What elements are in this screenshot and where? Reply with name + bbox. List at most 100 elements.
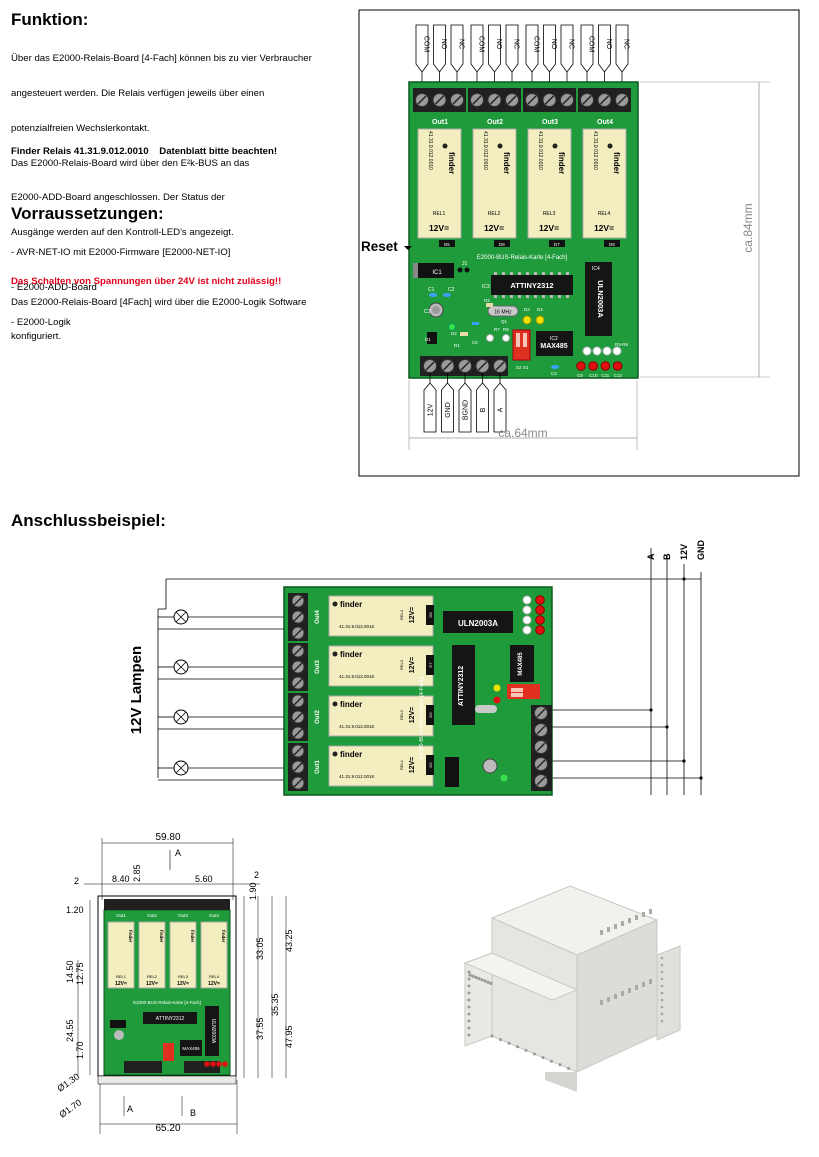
c1-label: C1: [428, 287, 435, 293]
rotated-max-chip: [510, 645, 534, 682]
dim-relay: [138, 921, 166, 989]
rotated-output-label: Out4: [315, 610, 321, 624]
top-terminal-tag: [598, 24, 611, 73]
funktion-text: Über das E2000-Relais-Board [4-Fach] kön…: [11, 30, 312, 355]
top-terminal-label: NO: [440, 39, 447, 50]
top-terminal-label: COM: [588, 36, 595, 53]
height-label: ca.84mm: [741, 203, 755, 252]
funktion-line: Ausgänge werden auf den Kontroll-LED's a…: [11, 227, 234, 239]
bus-label: 12V: [679, 544, 689, 560]
rotated-relay-voltage: 12V=: [409, 757, 416, 774]
relay: [472, 128, 517, 239]
top-terminal-label: NC: [568, 39, 575, 49]
svg-text:12V=: 12V=: [146, 981, 158, 987]
bus-label: A: [646, 553, 656, 560]
rotated-relay-name: REL1: [399, 759, 404, 770]
rotated-relay-brand: finder: [340, 600, 362, 609]
c2-label: C2: [448, 287, 455, 293]
bottom-terminal-tag: [441, 382, 454, 433]
dimension-drawing: finderREL112V=Out1finderREL212V=Out2find…: [55, 832, 294, 1134]
rotated-relay-brand: finder: [340, 650, 362, 659]
funktion-heading: Funktion:: [11, 10, 89, 29]
diode-d1: [427, 332, 437, 344]
housing-base: [97, 1075, 237, 1085]
funktion-line: Das E2000-Relais-Board [4Fach] wird über…: [11, 296, 307, 308]
jumper-j1: [457, 267, 463, 273]
crystal: [487, 305, 519, 317]
status-led-label: C9: [577, 373, 583, 378]
resistor-r2: [486, 303, 493, 307]
dim-right-4795: 47.95: [284, 1025, 294, 1048]
relay-voltage: 12V=: [484, 223, 504, 233]
top-terminal-tag: [450, 24, 464, 73]
d2-label: D2: [451, 331, 457, 336]
attiny-label: ATTINY2312: [510, 281, 553, 290]
rotated-led-d2: [500, 774, 508, 782]
dim-max: [180, 1040, 202, 1056]
section-a-bottom: A: [127, 1104, 133, 1114]
ic1-tab: [413, 263, 418, 278]
top-terminal-label: COM: [533, 36, 540, 53]
top-terminal-tag: [433, 24, 446, 73]
rotated-status-led: [535, 605, 545, 615]
relay-diode: [549, 240, 565, 247]
relay: [582, 128, 627, 239]
funktion-line: E2000-ADD-Board angeschlossen. Der Statu…: [11, 192, 225, 204]
r2-label: R2: [484, 298, 490, 303]
anschluss-heading: Anschlussbeispiel:: [11, 511, 166, 530]
dim-relay: [107, 921, 135, 989]
rotated-relay: [328, 745, 434, 787]
relay-voltage: 12V=: [594, 223, 614, 233]
r1-label: R1: [454, 343, 460, 348]
svg-text:Out4: Out4: [209, 913, 219, 918]
ic4-label: IC4: [592, 266, 600, 272]
rotated-diode: [426, 605, 434, 625]
r7-label: R7: [494, 327, 500, 332]
bottom-terminal-tag: [476, 382, 489, 433]
rotated-relay-voltage: 12V=: [409, 657, 416, 674]
relay: [527, 128, 572, 239]
top-terminal-tag: [505, 24, 519, 73]
crystal-label: 16 MHz: [494, 310, 512, 316]
bottom-terminal-tag: [493, 382, 507, 433]
led-d2: [448, 323, 456, 331]
rotated-relay-brand: finder: [340, 700, 362, 709]
relay-part: 41.31.9.012.0010: [537, 131, 543, 170]
dim-dia-130: Ø1.30: [55, 1071, 81, 1093]
relay-brand: finder: [502, 152, 511, 174]
rotated-crystal: [475, 705, 497, 713]
max485-label: MAX485: [540, 343, 567, 350]
relay-diode: [439, 240, 455, 247]
output-label: Out3: [542, 119, 558, 126]
ic2-label: IC2: [550, 336, 558, 342]
requirement-item: - E2000-ADD-Board: [11, 281, 97, 293]
bottom-terminal-label: A: [498, 407, 505, 412]
rotated-output-label: Out2: [315, 710, 321, 724]
rotated-diode: [426, 705, 434, 725]
width-label: ca.64mm: [498, 426, 547, 440]
rotated-relay-part: 41.31.9.012.001K: [339, 674, 375, 679]
rotated-led-d4: [493, 696, 501, 704]
dim-left-2455: 24.55: [65, 1019, 75, 1042]
output-label: Out2: [487, 119, 503, 126]
svg-text:12V=: 12V=: [177, 981, 189, 987]
rotated-relay: [328, 695, 434, 737]
rotated-diode-label: D8: [428, 612, 433, 618]
rotated-relay: [328, 645, 434, 687]
relay-name: REL2: [488, 211, 501, 217]
dim-board-title: E2000-BUS-Relais-Karte [4-Fach]: [133, 1000, 201, 1005]
relay-voltage: 12V=: [429, 223, 449, 233]
rotated-attiny-label: ATTINY2312: [458, 666, 465, 706]
rotated-relay: [328, 595, 434, 637]
led-d4: [535, 315, 545, 325]
svg-text:12V=: 12V=: [208, 981, 220, 987]
rotated-diode-label: D5: [428, 762, 433, 768]
lamp-label: 12V Lampen: [128, 646, 145, 734]
rotated-status-led: [535, 615, 545, 625]
dim-top-840: 8.40: [112, 874, 130, 884]
relay-diode-label: D5: [444, 242, 450, 247]
status-led: [612, 361, 623, 371]
voraussetzungen-list: - AVR-NET-IO mit E2000-Firmware [E2000-N…: [11, 224, 230, 340]
